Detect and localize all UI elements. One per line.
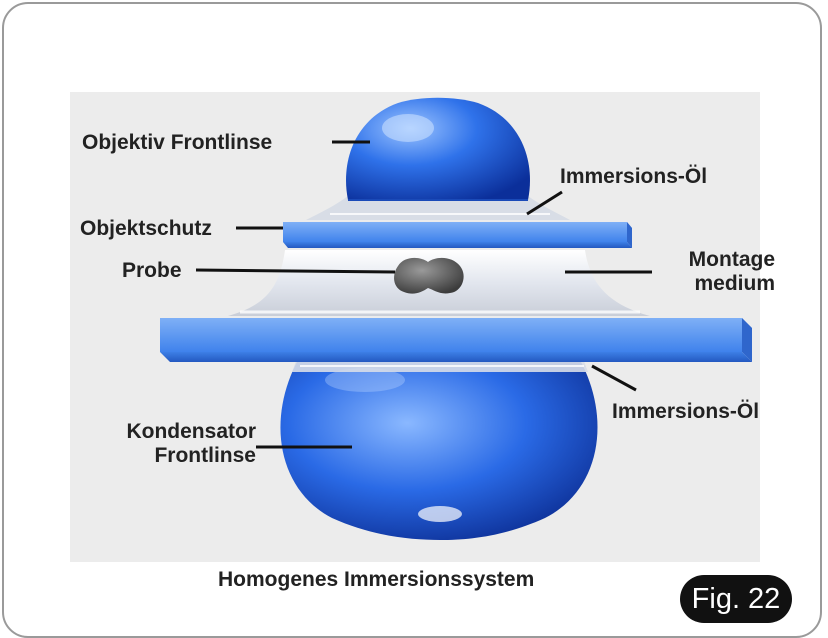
label-objective-front-lens: Objektiv Frontlinse — [82, 131, 272, 155]
objective-front-lens — [346, 98, 530, 200]
label-mounting-medium: Montage medium — [655, 248, 775, 296]
label-mounting-medium-line1: Montage — [655, 248, 775, 272]
condenser-front-lens — [280, 360, 597, 540]
label-specimen-cover: Objektschutz — [80, 217, 212, 241]
label-immersion-oil-top: Immersions-Öl — [560, 165, 707, 189]
label-condenser: Kondensator Frontlinse — [106, 420, 256, 468]
cover-slip — [283, 222, 632, 248]
label-sample: Probe — [122, 259, 182, 283]
label-immersion-oil-bottom: Immersions-Öl — [612, 400, 759, 424]
label-mounting-medium-line2: medium — [655, 272, 775, 296]
label-condenser-line2: Frontlinse — [106, 444, 256, 468]
label-condenser-line1: Kondensator — [106, 420, 256, 444]
figure-number-badge: Fig. 22 — [680, 575, 792, 623]
figure-caption: Homogenes Immersionssystem — [218, 568, 534, 592]
sample-specimen — [394, 258, 464, 294]
glass-slide — [160, 318, 752, 362]
